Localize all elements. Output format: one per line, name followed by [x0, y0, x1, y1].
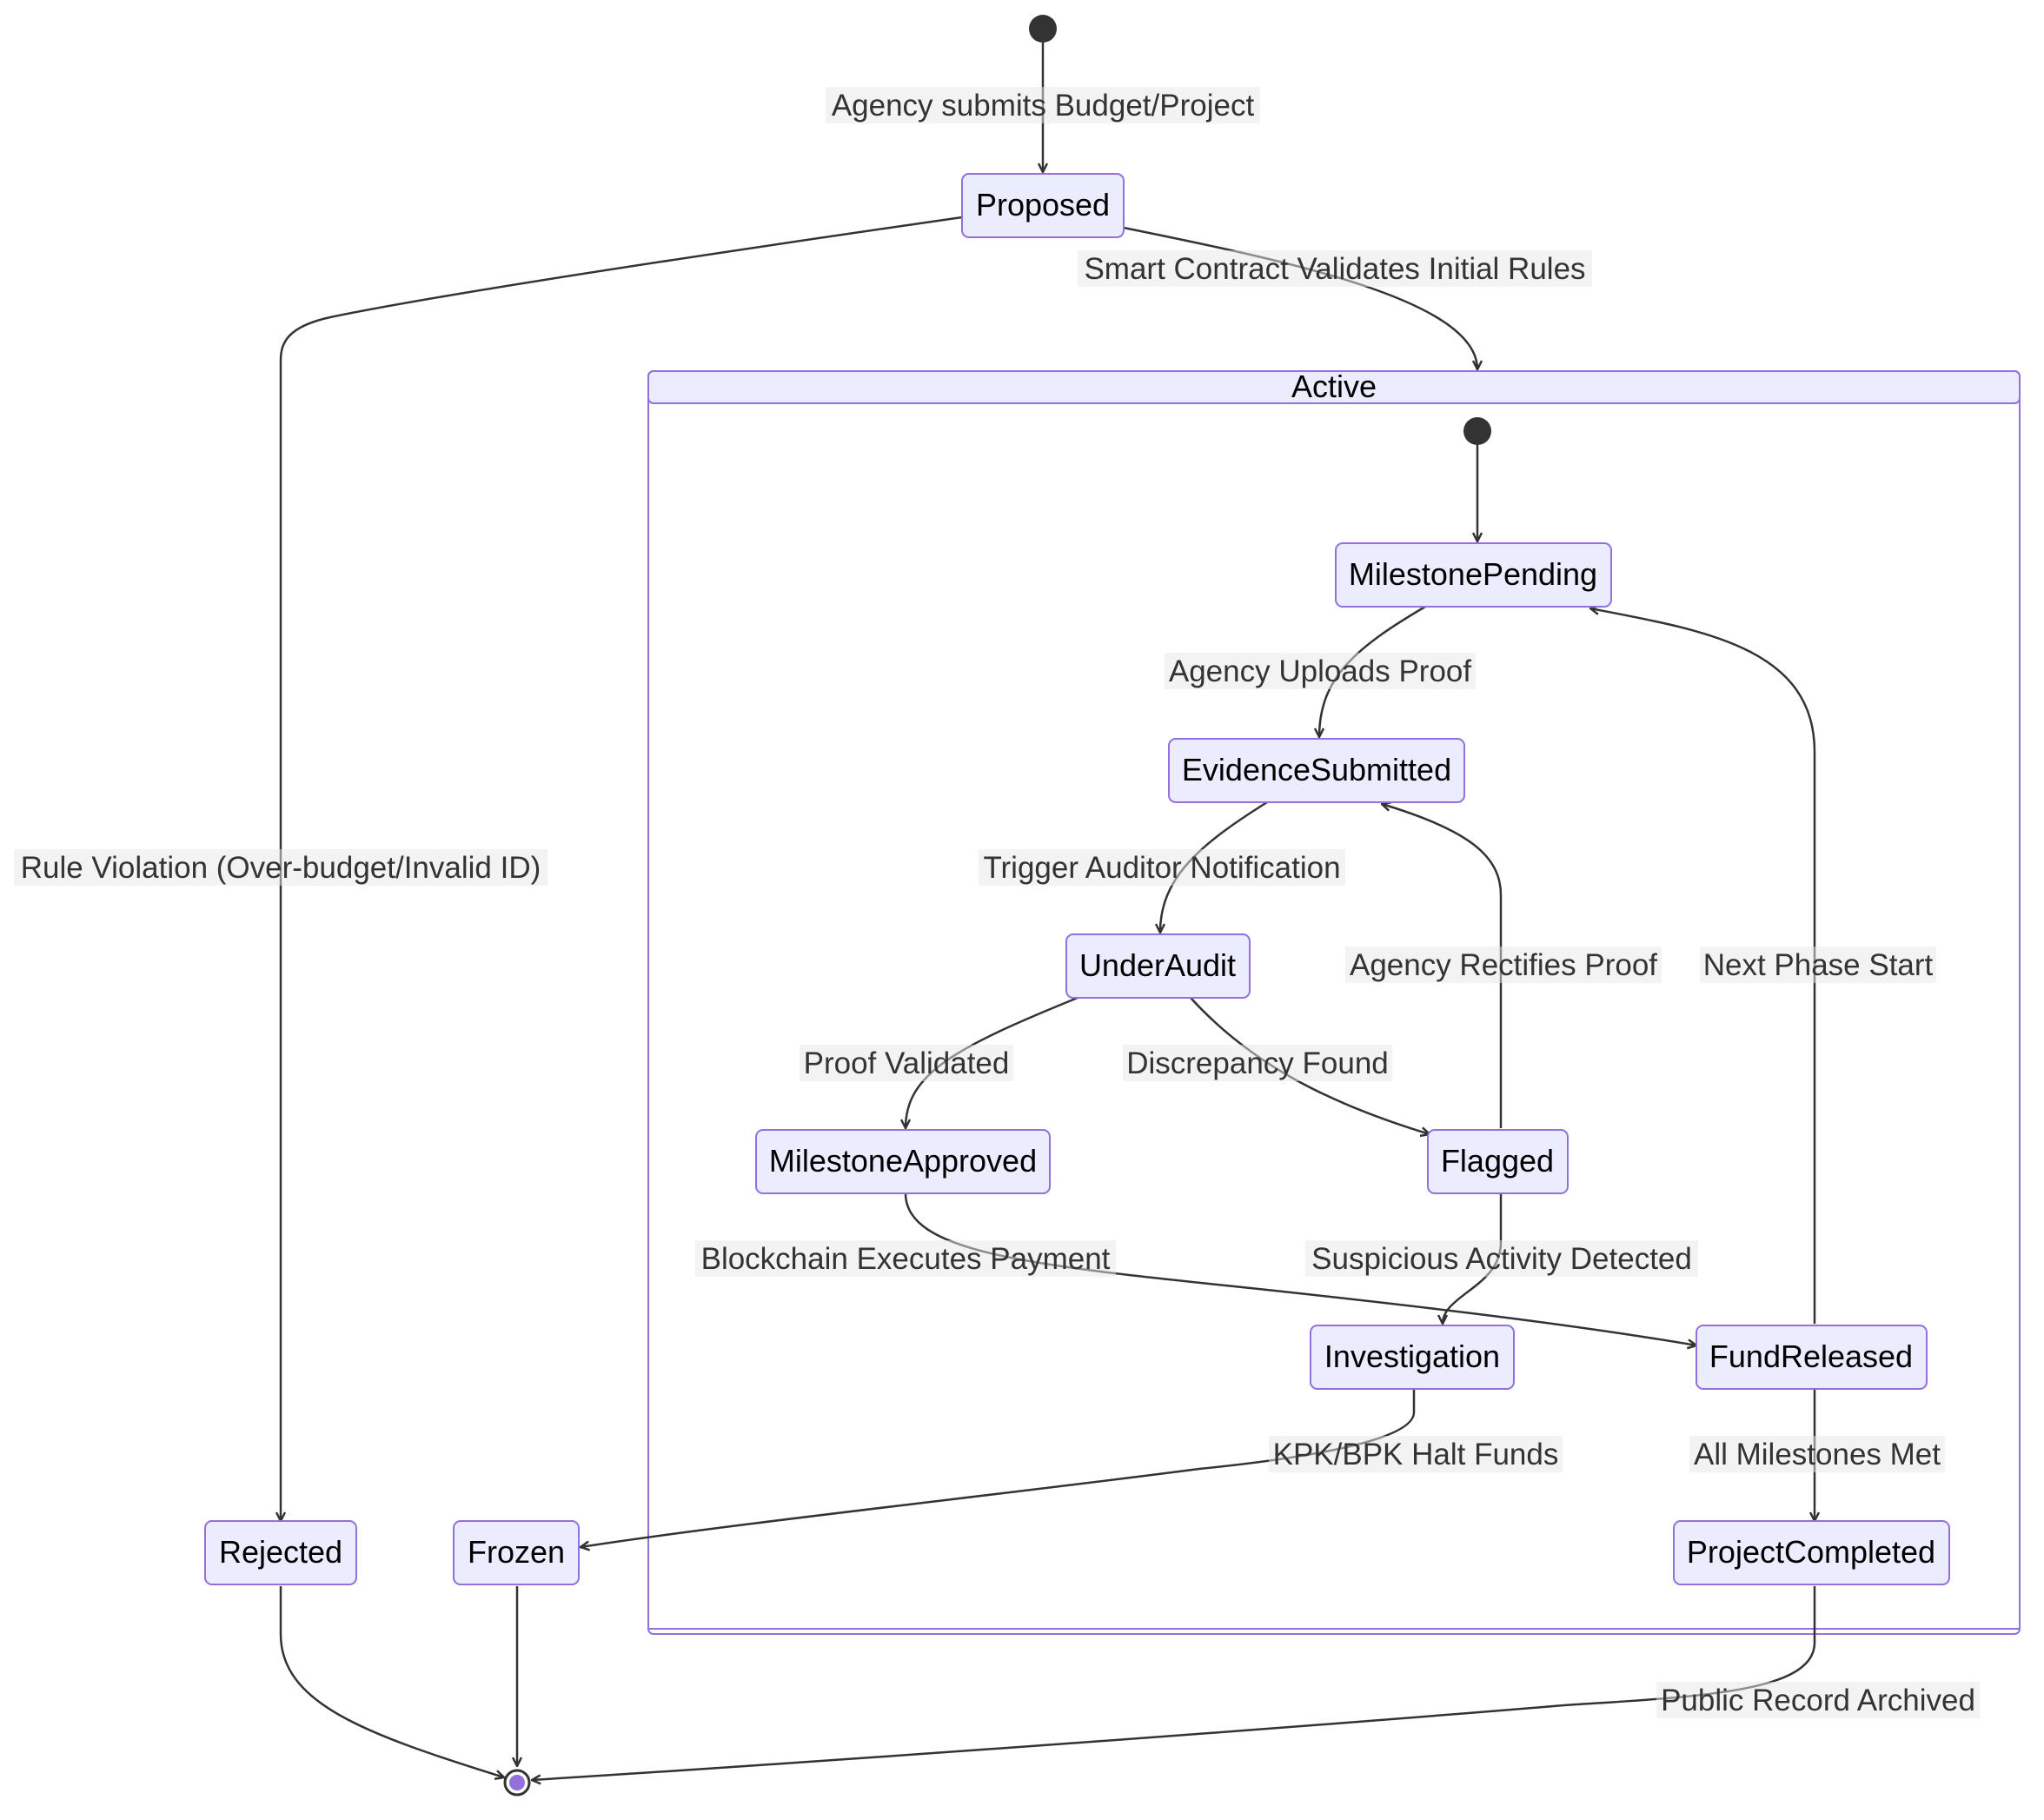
state-rejected[interactable]: Rejected	[204, 1520, 357, 1585]
svg-text:Next Phase Start: Next Phase Start	[1703, 948, 1934, 982]
svg-text:MilestoneApproved: MilestoneApproved	[769, 1143, 1037, 1179]
state-investigation[interactable]: Investigation	[1310, 1325, 1515, 1390]
cluster-active[interactable]: Active	[647, 369, 2021, 1635]
svg-text:Agency submits Budget/Project: Agency submits Budget/Project	[832, 89, 1255, 123]
label-archive: Public Record Archived	[1656, 1682, 1980, 1718]
label-all-met: All Milestones Met	[1689, 1436, 1945, 1472]
label-validate: Smart Contract Validates Initial Rules	[1078, 250, 1592, 287]
svg-text:Smart Contract Validates Initi: Smart Contract Validates Initial Rules	[1084, 252, 1585, 286]
svg-text:EvidenceSubmitted: EvidenceSubmitted	[1182, 752, 1451, 787]
label-upload: Agency Uploads Proof	[1165, 653, 1476, 689]
svg-text:Agency Rectifies Proof: Agency Rectifies Proof	[1350, 948, 1657, 982]
end-state-icon	[503, 1769, 531, 1797]
edge-fundreleased-pending	[1590, 608, 1816, 1324]
state-milestone-pending[interactable]: MilestonePending	[1335, 542, 1612, 608]
label-pay: Blockchain Executes Payment	[695, 1240, 1116, 1277]
inner-start-state-icon	[1463, 417, 1491, 445]
edge-flagged-evidence	[1382, 804, 1503, 1128]
label-next-phase: Next Phase Start	[1700, 947, 1936, 983]
svg-text:Flagged: Flagged	[1441, 1143, 1554, 1179]
svg-text:UnderAudit: UnderAudit	[1079, 947, 1236, 983]
svg-text:Public Record Archived: Public Record Archived	[1661, 1684, 1975, 1717]
label-validated: Proof Validated	[800, 1045, 1013, 1081]
state-project-completed[interactable]: ProjectCompleted	[1673, 1520, 1950, 1585]
svg-text:Investigation: Investigation	[1324, 1338, 1500, 1374]
svg-text:KPK/BPK Halt Funds: KPK/BPK Halt Funds	[1273, 1438, 1559, 1471]
svg-text:Blockchain Executes Payment: Blockchain Executes Payment	[701, 1242, 1111, 1276]
state-fund-released[interactable]: FundReleased	[1696, 1325, 1928, 1390]
state-under-audit[interactable]: UnderAudit	[1065, 933, 1251, 999]
edge-approved-fundreleased	[904, 1192, 1696, 1345]
edge-labels: Agency submits Budget/Project Smart Cont…	[14, 87, 1980, 1718]
svg-text:MilestonePending: MilestonePending	[1349, 556, 1597, 592]
edge-rejected-end	[279, 1586, 504, 1777]
svg-text:All Milestones Met: All Milestones Met	[1694, 1438, 1941, 1471]
state-frozen[interactable]: Frozen	[453, 1520, 580, 1585]
state-proposed[interactable]: Proposed	[961, 173, 1125, 238]
cluster-active-title: Active	[1291, 369, 1377, 404]
svg-text:FundReleased: FundReleased	[1709, 1338, 1913, 1374]
state-flagged[interactable]: Flagged	[1427, 1129, 1569, 1194]
state-evidence-submitted[interactable]: EvidenceSubmitted	[1168, 738, 1465, 803]
svg-text:Proof Validated: Proof Validated	[804, 1046, 1010, 1080]
svg-text:ProjectCompleted: ProjectCompleted	[1687, 1534, 1935, 1570]
svg-text:Suspicious Activity Detected: Suspicious Activity Detected	[1311, 1242, 1692, 1276]
svg-text:Rejected: Rejected	[219, 1534, 342, 1570]
label-discrepancy: Discrepancy Found	[1123, 1045, 1392, 1081]
label-suspicious: Suspicious Activity Detected	[1305, 1240, 1698, 1277]
label-rectify: Agency Rectifies Proof	[1345, 947, 1662, 983]
label-notify: Trigger Auditor Notification	[979, 849, 1345, 886]
label-reject: Rule Violation (Over-budget/Invalid ID)	[14, 849, 548, 886]
edge-proposed-rejected	[281, 216, 963, 1521]
svg-text:Agency Uploads Proof: Agency Uploads Proof	[1169, 654, 1472, 688]
label-halt: KPK/BPK Halt Funds	[1269, 1436, 1563, 1472]
svg-text:Rule Violation (Over-budget/In: Rule Violation (Over-budget/Invalid ID)	[21, 851, 541, 885]
svg-text:Proposed: Proposed	[976, 187, 1110, 223]
cluster-active-header	[647, 370, 2021, 404]
edge-proposed-active	[1123, 226, 1477, 369]
start-state-icon	[1029, 15, 1057, 43]
svg-text:Trigger Auditor Notification: Trigger Auditor Notification	[983, 851, 1340, 885]
svg-text:Frozen: Frozen	[468, 1534, 565, 1570]
svg-text:Discrepancy Found: Discrepancy Found	[1126, 1046, 1389, 1080]
label-submit: Agency submits Budget/Project	[826, 87, 1260, 123]
state-milestone-approved[interactable]: MilestoneApproved	[755, 1129, 1051, 1194]
